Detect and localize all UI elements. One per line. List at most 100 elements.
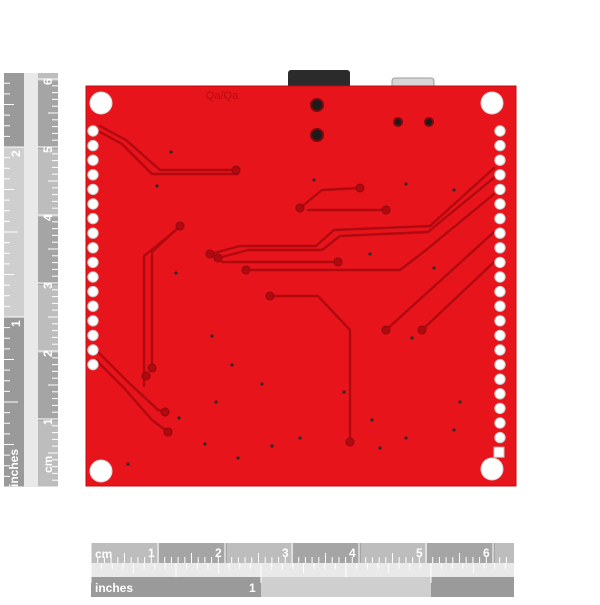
small-via: [174, 271, 178, 275]
header-pad: [494, 358, 506, 371]
header-pad: [87, 242, 99, 254]
vruler-cm-label: 2: [41, 350, 55, 357]
hruler-cm-label: 2: [215, 546, 222, 560]
header-pad: [87, 227, 99, 239]
trace-via: [333, 257, 343, 267]
small-via: [177, 416, 181, 420]
trace-via: [355, 183, 365, 193]
header-pad: [494, 198, 506, 210]
small-via: [155, 184, 159, 188]
hruler-cm-label: 6: [483, 546, 490, 560]
trace-via: [265, 291, 275, 301]
small-via: [432, 266, 436, 270]
header-pad: [494, 329, 506, 342]
hruler-inch-label: 1: [249, 581, 256, 595]
header-pad: [87, 358, 99, 371]
header-pad: [87, 344, 99, 356]
header-pad: [87, 256, 99, 269]
header-pad: [494, 285, 506, 298]
trace-via: [345, 437, 355, 447]
small-via: [126, 462, 130, 466]
header-pad: [87, 285, 99, 298]
vruler-cm-label: 1: [41, 418, 55, 425]
header-pad: [494, 373, 506, 385]
trace-via: [231, 165, 241, 175]
hruler-cm-label: 5: [416, 546, 423, 560]
trace-via: [381, 325, 391, 335]
header-pad: [494, 139, 506, 152]
header-pad: [494, 242, 506, 254]
small-via: [370, 418, 374, 422]
header-pad: [494, 402, 506, 415]
vruler-cm-label: 3: [41, 282, 55, 289]
vruler-cm-label: 6: [41, 78, 55, 85]
small-vias: [126, 150, 462, 466]
trace-via: [163, 427, 173, 437]
header-pad: [87, 154, 99, 166]
via: [424, 117, 434, 127]
mounting-hole: [480, 457, 504, 481]
header-pad: [494, 212, 506, 225]
header-pad: [87, 329, 99, 342]
mounting-hole: [480, 91, 504, 115]
small-via: [270, 444, 274, 448]
small-via: [410, 336, 414, 340]
header-pad: [494, 227, 506, 239]
usb-connector: [288, 70, 350, 90]
small-via: [404, 182, 408, 186]
hruler-cm-label: 1: [148, 546, 155, 560]
header-pad: [494, 169, 506, 181]
header-pad: [494, 315, 506, 327]
vruler-inch-label: 1: [9, 320, 23, 327]
horizontal-ruler: cm inches 1 2 3 4 5 6 1: [90, 543, 514, 597]
hruler-cm-label: 3: [282, 546, 289, 560]
small-via: [169, 150, 173, 154]
trace-via: [141, 371, 151, 381]
header-pad: [87, 183, 99, 196]
trace-via: [381, 205, 391, 215]
header-pad: [494, 125, 506, 137]
header-pad: [87, 125, 99, 137]
small-via: [236, 456, 240, 460]
header-pad: [494, 256, 506, 269]
header-pad: [494, 183, 506, 196]
trace-via: [175, 221, 185, 231]
hruler-cm-label: 4: [349, 546, 356, 560]
hruler-unit-inches: inches: [95, 581, 133, 595]
small-via: [452, 428, 456, 432]
header-pad: [494, 271, 506, 283]
trace-via: [213, 253, 223, 263]
small-via: [312, 178, 316, 182]
header-pad: [494, 431, 506, 444]
small-via: [404, 436, 408, 440]
small-via: [230, 363, 234, 367]
vruler-unit-cm: cm: [41, 456, 55, 473]
mounting-hole: [89, 459, 113, 483]
header-pad: [494, 417, 506, 429]
header-pad: [87, 198, 99, 210]
header-pad: [87, 271, 99, 283]
trace-via: [147, 363, 157, 373]
trace-via: [160, 407, 170, 417]
pcb-body: [86, 86, 516, 486]
mounting-hole: [89, 91, 113, 115]
trace-via: [417, 325, 427, 335]
via: [310, 98, 324, 112]
via: [310, 128, 324, 142]
silkscreen-label: Qa/Qa: [206, 90, 239, 102]
header-pad: [87, 139, 99, 152]
small-via: [260, 382, 264, 386]
vruler-cm-label: 5: [41, 146, 55, 153]
trace-via: [205, 249, 215, 259]
vruler-inch-label: 2: [9, 150, 23, 157]
header-pad: [494, 388, 506, 400]
via: [393, 117, 403, 127]
small-via: [214, 400, 218, 404]
trace-via: [295, 203, 305, 213]
hruler-unit-cm: cm: [95, 547, 112, 561]
header-pad: [494, 154, 506, 166]
header-pads-right: [493, 125, 506, 458]
header-pad: [87, 300, 99, 312]
small-via: [452, 188, 456, 192]
